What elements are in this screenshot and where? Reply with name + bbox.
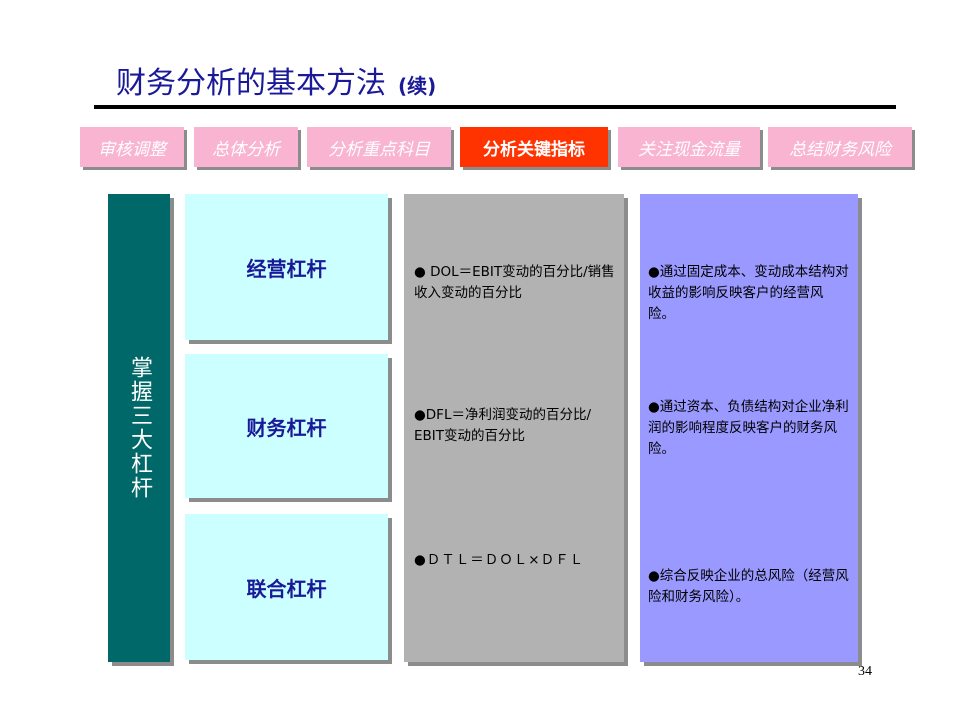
- formula-operating: ● DOL＝EBIT变动的百分比/销售收入变动的百分比: [414, 264, 615, 301]
- tab-financial-risk[interactable]: 总结财务风险: [768, 127, 912, 167]
- tab-key-accounts[interactable]: 分析重点科目: [307, 127, 451, 167]
- side-label-panel: 掌握三大杠杆: [108, 194, 170, 662]
- effect-operating: ●通过固定成本、变动成本结构对收益的影响反映客户的经营风险。: [648, 264, 849, 322]
- effect-combined: ●综合反映企业的总风险（经营风险和财务风险）。: [648, 568, 849, 605]
- lever-financial: 财务杠杆: [185, 354, 388, 498]
- page-number: 34: [858, 664, 872, 679]
- title-underline: [94, 105, 896, 109]
- tab-review-adjust[interactable]: 审核调整: [80, 127, 184, 167]
- effect-financial: ●通过资本、负债结构对企业净利润的影响程度反映客户的财务风险。: [648, 399, 849, 457]
- tab-key-indicators[interactable]: 分析关键指标: [460, 127, 608, 167]
- formula-combined: ●ＤＴＬ＝ＤＯＬ×ＤＦＬ: [414, 552, 585, 568]
- tab-overall-analysis[interactable]: 总体分析: [194, 127, 298, 167]
- side-label: 掌握三大杠杆: [127, 356, 152, 500]
- page-title: 财务分析的基本方法(续): [116, 66, 437, 101]
- lever-operating: 经营杠杆: [185, 194, 388, 340]
- formula-column: ● DOL＝EBIT变动的百分比/销售收入变动的百分比 ●DFL＝净利润变动的百…: [404, 194, 624, 662]
- formula-financial: ●DFL＝净利润变动的百分比/ EBIT变动的百分比: [414, 407, 592, 444]
- title-suffix: (续): [398, 74, 437, 98]
- effect-column: ●通过固定成本、变动成本结构对收益的影响反映客户的经营风险。 ●通过资本、负债结…: [640, 194, 858, 662]
- tab-cash-flow[interactable]: 关注现金流量: [618, 127, 760, 167]
- lever-combined: 联合杠杆: [185, 514, 388, 660]
